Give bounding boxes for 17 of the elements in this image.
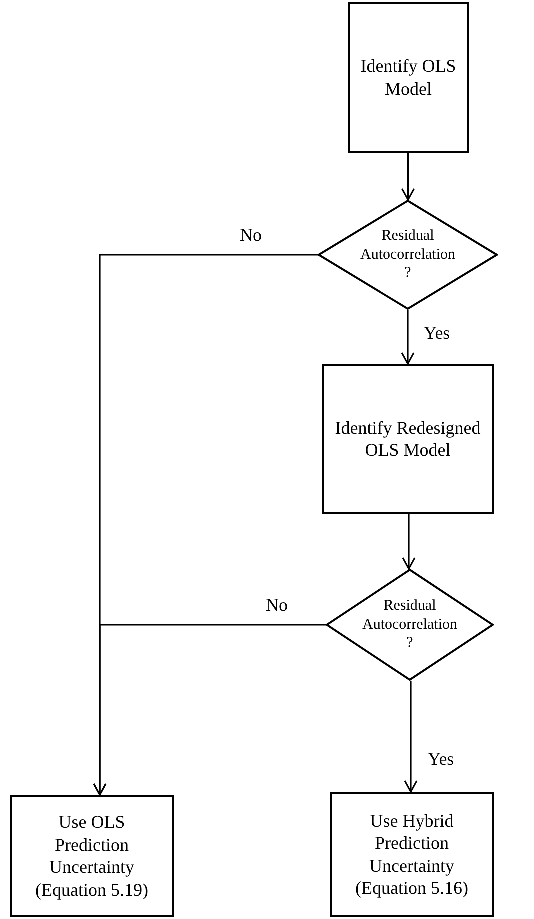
arrow (93, 624, 326, 796)
node-label: Use OLS Prediction Uncertainty (Equation 5.19) (34, 811, 150, 901)
decision-diamond (318, 200, 498, 310)
node-label: Residual Autocorrelation ? (362, 596, 458, 654)
process-box (348, 2, 469, 153)
node-label: Identify Redesigned OLS Model (334, 416, 482, 462)
node-label: Residual Autocorrelation ? (360, 226, 456, 284)
process-box (322, 364, 494, 514)
arrow (404, 681, 418, 793)
process-box (330, 792, 494, 917)
node-label: Identify OLS Model (360, 55, 458, 100)
node-label: Use Hybrid Prediction Uncertainty (Equation 5.16) (354, 810, 470, 900)
arrow (402, 514, 416, 570)
arrow (401, 310, 415, 365)
decision-diamond (326, 569, 494, 681)
arrow (401, 153, 416, 201)
process-box (10, 795, 174, 917)
